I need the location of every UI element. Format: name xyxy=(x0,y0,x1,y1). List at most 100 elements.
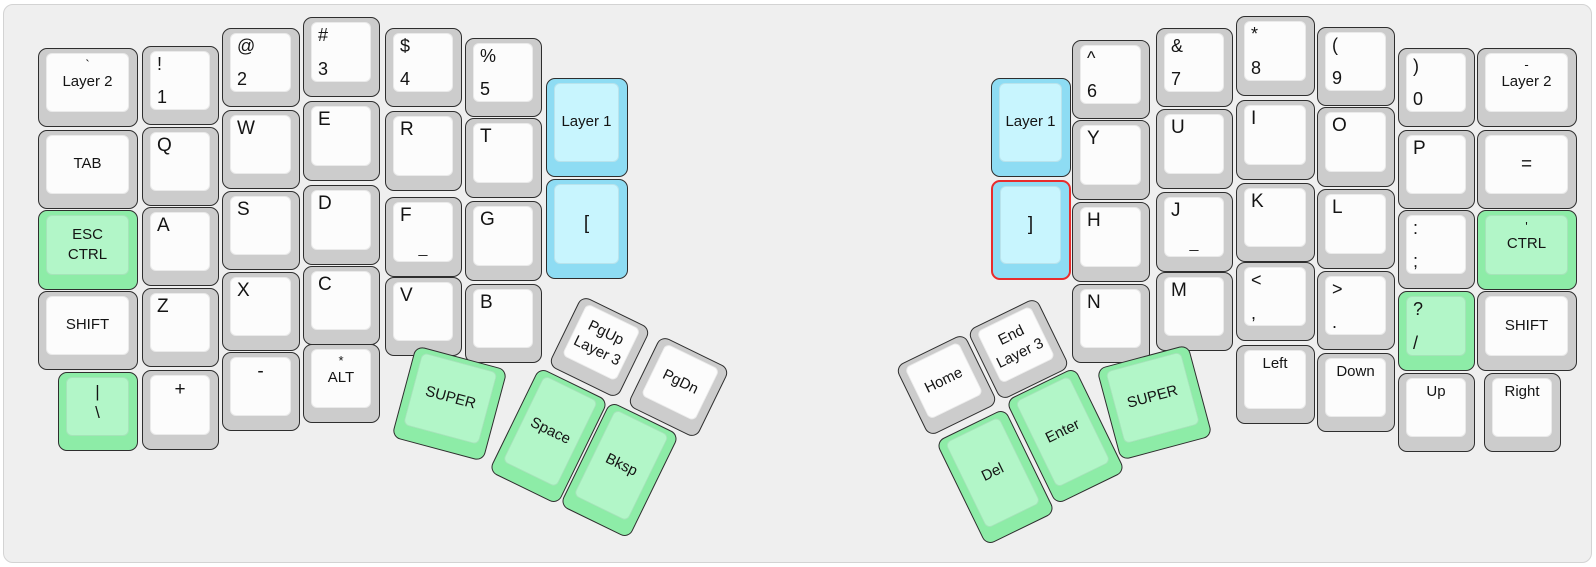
key-plus[interactable]: + xyxy=(142,370,219,450)
key-m[interactable]: M xyxy=(1156,272,1233,351)
keycap-top: D xyxy=(311,190,371,250)
key-layer1-left[interactable]: Layer 1 xyxy=(546,78,628,177)
key-caret-6[interactable]: ^6 xyxy=(1072,40,1150,119)
keycap-top: SUPER xyxy=(402,352,498,445)
key-o[interactable]: O xyxy=(1317,107,1395,187)
key-shift-left[interactable]: SHIFT xyxy=(38,291,138,370)
key-amp-7[interactable]: &7 xyxy=(1156,28,1233,107)
keycap-top: Q xyxy=(150,132,210,191)
key-p[interactable]: P xyxy=(1398,130,1475,209)
key-exclam-1[interactable]: !1 xyxy=(142,46,219,125)
key-layer1-right[interactable]: Layer 1 xyxy=(991,78,1071,177)
keycap-top: <, xyxy=(1244,267,1306,326)
key-up-arrow[interactable]: Up xyxy=(1398,373,1475,452)
key-c[interactable]: C xyxy=(303,266,380,345)
key-y[interactable]: Y xyxy=(1072,120,1150,200)
key-label: $ xyxy=(400,36,411,56)
key-label: SUPER xyxy=(1125,382,1180,413)
key-label: Right xyxy=(1504,383,1540,400)
key-label: J xyxy=(1171,200,1181,221)
key-pipe-backslash[interactable]: |\ xyxy=(58,372,138,451)
key-f[interactable]: F_ xyxy=(385,197,462,277)
key-question-slash[interactable]: ?/ xyxy=(1398,291,1475,371)
keycap-top: R xyxy=(393,116,453,176)
key-label: - xyxy=(1524,57,1529,72)
key-minus-layer2[interactable]: -Layer 2 xyxy=(1477,48,1577,127)
key-label: Del xyxy=(978,459,1007,485)
key-v[interactable]: V xyxy=(385,277,462,356)
key-gt-period[interactable]: >. xyxy=(1317,271,1395,350)
key-paren-9[interactable]: (9 xyxy=(1317,27,1395,106)
keycap-top: Down xyxy=(1325,358,1386,417)
key-d[interactable]: D xyxy=(303,185,380,265)
keycap-top: *ALT xyxy=(311,349,371,408)
key-b[interactable]: B xyxy=(465,284,542,363)
key-k[interactable]: K xyxy=(1236,183,1315,262)
keycap-top: SUPER xyxy=(1105,351,1201,445)
key-x[interactable]: X xyxy=(222,272,300,351)
key-minus[interactable]: - xyxy=(222,352,300,431)
key-label: Enter xyxy=(1042,415,1083,447)
key-h[interactable]: H xyxy=(1072,202,1150,282)
key-down-arrow[interactable]: Down xyxy=(1317,353,1395,432)
key-r[interactable]: R xyxy=(385,111,462,191)
key-right-bracket[interactable]: ] xyxy=(991,180,1071,280)
key-label: Layer 1 xyxy=(1005,113,1056,131)
key-left-bracket[interactable]: [ xyxy=(546,179,628,279)
keycap-top: M xyxy=(1164,277,1224,336)
key-label: \ xyxy=(95,403,100,423)
key-label: N xyxy=(1087,292,1101,313)
key-backtick-layer2[interactable]: `Layer 2 xyxy=(38,48,138,127)
key-t[interactable]: T xyxy=(465,118,542,198)
key-u[interactable]: U xyxy=(1156,109,1233,189)
key-equals[interactable]: = xyxy=(1477,130,1577,209)
key-label: CTRL xyxy=(1506,235,1547,253)
key-percent-5[interactable]: %5 xyxy=(465,38,542,117)
key-w[interactable]: W xyxy=(222,110,300,189)
key-label: # xyxy=(318,25,329,45)
key-label: Y xyxy=(1087,128,1100,149)
key-tab[interactable]: TAB xyxy=(38,130,138,209)
keycap-top: P xyxy=(1406,135,1466,194)
keycap-top: N xyxy=(1080,289,1141,348)
keycap-top: #3 xyxy=(311,22,371,82)
key-label: TAB xyxy=(73,155,102,173)
keycap-top: = xyxy=(1485,135,1568,194)
key-label: 5 xyxy=(480,79,491,100)
key-quote-ctrl[interactable]: 'CTRL xyxy=(1477,210,1577,290)
key-i[interactable]: I xyxy=(1236,100,1315,180)
key-z[interactable]: Z xyxy=(142,288,219,367)
key-hash-3[interactable]: #3 xyxy=(303,17,380,97)
key-g[interactable]: G xyxy=(465,201,542,281)
key-j[interactable]: J_ xyxy=(1156,192,1233,272)
key-label: : xyxy=(1413,218,1419,238)
key-l[interactable]: L xyxy=(1317,189,1395,269)
key-colon-semicolon[interactable]: :; xyxy=(1398,210,1475,289)
keycap-top: K xyxy=(1244,188,1306,247)
key-star-8[interactable]: *8 xyxy=(1236,16,1315,96)
key-label: 8 xyxy=(1251,58,1262,79)
key-e[interactable]: E xyxy=(303,101,380,181)
key-right-arrow[interactable]: Right xyxy=(1484,373,1561,452)
key-label: F xyxy=(400,205,412,226)
key-q[interactable]: Q xyxy=(142,127,219,206)
key-label: ^ xyxy=(1087,48,1096,68)
key-dollar-4[interactable]: $4 xyxy=(385,28,462,107)
key-label: | xyxy=(95,382,100,401)
key-star-alt[interactable]: *ALT xyxy=(303,344,380,423)
keycap-top: SHIFT xyxy=(46,296,129,355)
key-s[interactable]: S xyxy=(222,191,300,270)
key-a[interactable]: A xyxy=(142,207,219,286)
key-left-arrow[interactable]: Left xyxy=(1236,345,1315,424)
keycap-top: |\ xyxy=(66,377,129,436)
keycap-top: X xyxy=(230,277,291,336)
key-shift-right[interactable]: SHIFT xyxy=(1477,291,1577,371)
key-paren-0[interactable]: )0 xyxy=(1398,48,1475,127)
key-at-2[interactable]: @2 xyxy=(222,28,300,107)
key-label: ? xyxy=(1413,299,1424,319)
key-lt-comma[interactable]: <, xyxy=(1236,262,1315,341)
keycap-top: - xyxy=(230,357,291,416)
key-label: ` xyxy=(85,57,90,72)
key-n[interactable]: N xyxy=(1072,284,1150,363)
